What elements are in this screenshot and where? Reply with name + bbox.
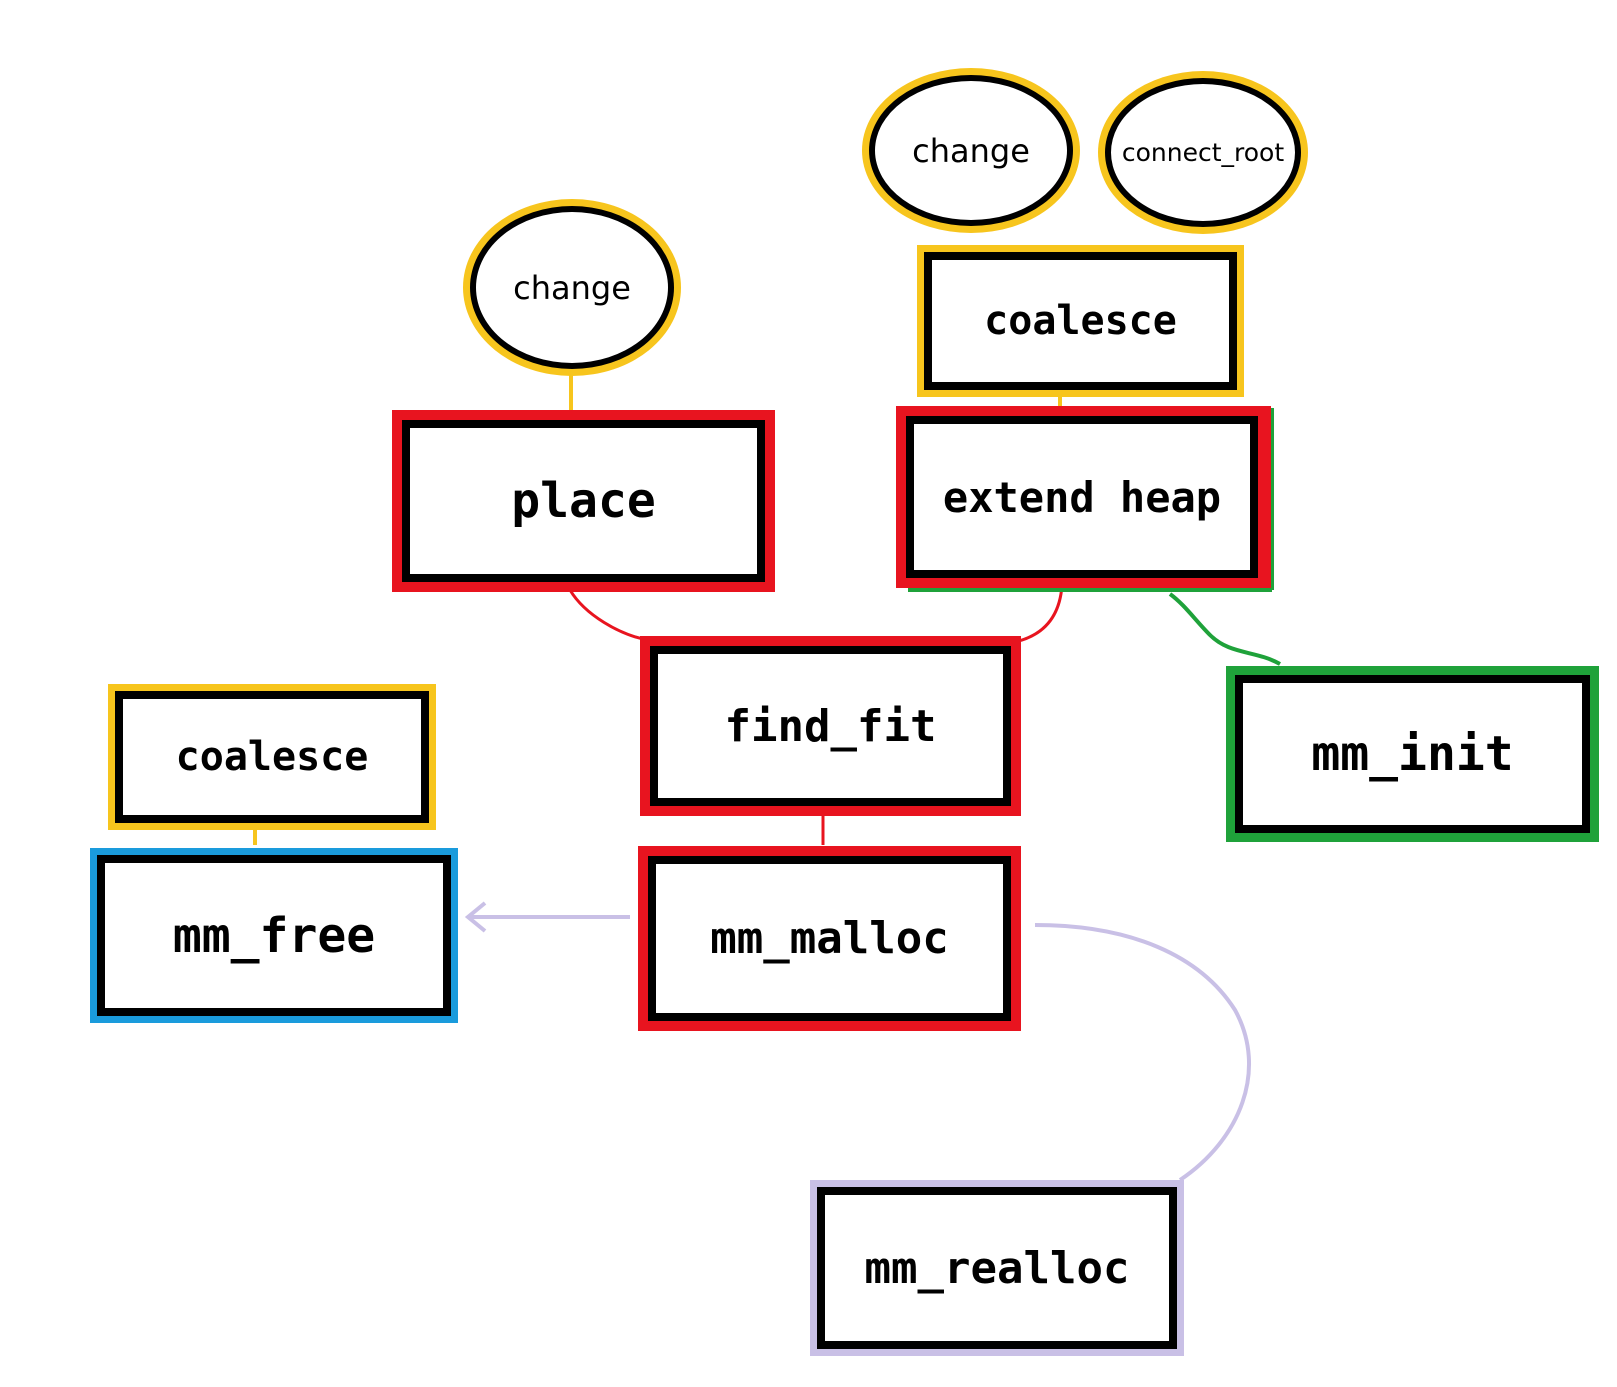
extend-heap-node: extend heap <box>896 406 1271 588</box>
mm-realloc-node: mm_realloc <box>810 1180 1184 1356</box>
connector-init-extend <box>1168 592 1281 666</box>
coalesce-left-node: coalesce <box>108 684 436 830</box>
coalesce-left-label: coalesce <box>175 734 369 780</box>
change-place-label: change <box>513 268 631 307</box>
mm-free-label: mm_free <box>172 907 376 964</box>
change-top-node: change <box>862 68 1080 233</box>
mm-malloc-label: mm_malloc <box>710 913 949 964</box>
place-node: place <box>392 410 775 592</box>
arrow-malloc-to-free-head <box>464 901 487 933</box>
mm-realloc-label: mm_realloc <box>864 1242 1130 1294</box>
connector-place-findfit <box>568 589 649 642</box>
extend-heap-label: extend heap <box>942 472 1222 522</box>
change-place-node: change <box>463 199 681 376</box>
mm-init-node: mm_init <box>1226 666 1599 842</box>
place-label: place <box>511 473 656 529</box>
connect-root-label: connect_root <box>1121 138 1285 167</box>
mm-free-node: mm_free <box>90 848 458 1023</box>
change-top-label: change <box>912 131 1030 170</box>
connector-malloc-realloc <box>1034 923 1251 1182</box>
mm-init-label: mm_init <box>1311 726 1514 782</box>
coalesce-top-label: coalesce <box>984 298 1177 344</box>
connector-extend-findfit <box>1014 584 1064 644</box>
coalesce-top-node: coalesce <box>917 245 1244 397</box>
mm-malloc-node: mm_malloc <box>638 846 1021 1031</box>
find-fit-label: find_fit <box>724 700 937 752</box>
find-fit-node: find_fit <box>640 636 1021 816</box>
connect-root-node: connect_root <box>1098 71 1308 234</box>
